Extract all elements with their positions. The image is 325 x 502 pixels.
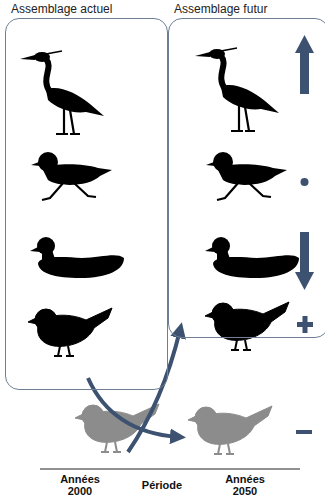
- songbird-silhouette: [28, 308, 112, 356]
- box-heading: Assemblage futur: [168, 2, 325, 16]
- trend-symbols: [295, 35, 314, 434]
- plover-silhouette: [31, 152, 112, 200]
- period-label: Années 2000: [56, 473, 104, 497]
- duck-silhouette: [30, 237, 124, 278]
- songbird-silhouette: [205, 302, 289, 350]
- gain-plus: [303, 316, 308, 333]
- decrease-arrow: [295, 272, 314, 290]
- increase-arrow: [295, 35, 314, 53]
- loss-minus: [296, 430, 312, 434]
- period-label: Période: [132, 479, 192, 491]
- grey-bird-silhouette: [188, 406, 272, 454]
- duck-silhouette: [205, 237, 299, 278]
- box-outline: [168, 18, 325, 338]
- time-axis: [40, 469, 300, 470]
- assemblage-box: Assemblage futur: [168, 2, 325, 338]
- box-heading: Assemblage actuel: [5, 2, 168, 16]
- stable-dot: [301, 178, 309, 186]
- increase-arrow: [300, 50, 309, 94]
- plover-silhouette: [206, 152, 287, 200]
- turnover-arrow: [128, 330, 180, 452]
- decrease-arrow: [300, 232, 309, 274]
- heron-silhouette: [20, 51, 104, 134]
- period-label: Années 2050: [221, 473, 269, 497]
- box-outline: [5, 18, 168, 390]
- heron-silhouette: [195, 48, 279, 131]
- assemblage-box: Assemblage actuel: [5, 2, 168, 390]
- turnover-arrow: [88, 378, 178, 437]
- grey-bird-silhouette: [75, 404, 159, 452]
